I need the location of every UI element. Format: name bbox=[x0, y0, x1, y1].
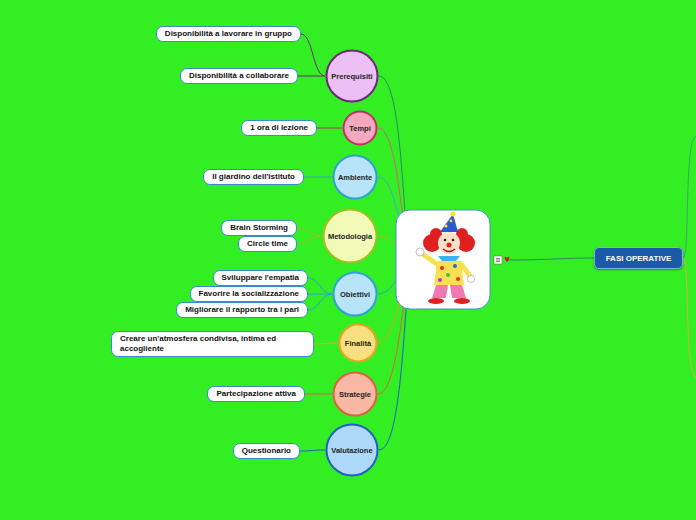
topic-circle: Strategie bbox=[332, 371, 378, 417]
leaf-label: Migliorare il rapporto tra i pari bbox=[185, 305, 299, 315]
branch-connector bbox=[304, 177, 332, 178]
leaf-label: 1 ora di lezione bbox=[250, 123, 308, 133]
topic-circle: Valutazione bbox=[325, 423, 379, 477]
topic-circle: Finalità bbox=[338, 323, 378, 363]
leaf-box: Favorire la socializzazione bbox=[190, 286, 308, 302]
leaf-label: Sviluppare l'empatia bbox=[222, 273, 299, 283]
leaf-label: Favorire la socializzazione bbox=[199, 289, 299, 299]
leaf-label: Brain Storming bbox=[230, 223, 288, 233]
leaf-label: Circle time bbox=[247, 239, 288, 249]
leaf-box: Creare un'atmosfera condivisa, intima ed… bbox=[111, 331, 314, 357]
topic-label: Metodologia bbox=[322, 208, 378, 264]
branch-connector bbox=[297, 236, 322, 244]
topic-label: Finalità bbox=[338, 323, 378, 363]
branch-connector bbox=[308, 294, 332, 310]
leaf-box: Disponibilità a collaborare bbox=[180, 68, 298, 84]
topic-label: Strategie bbox=[332, 371, 378, 417]
main-topic-label: FASI OPERATIVE bbox=[595, 248, 682, 268]
leaf-box: Circle time bbox=[238, 236, 297, 252]
leaf-label: Il giardino dell'istituto bbox=[212, 172, 295, 182]
leaf-box: Sviluppare l'empatia bbox=[213, 270, 308, 286]
leaf-label: Disponibilità a collaborare bbox=[189, 71, 289, 81]
leaf-label: Disponibilità a lavorare in gruppo bbox=[165, 29, 292, 39]
branch-connector bbox=[298, 76, 325, 77]
main-topic-box: FASI OPERATIVE bbox=[594, 247, 683, 269]
branch-connector bbox=[308, 278, 332, 294]
topic-circle: Tempi bbox=[342, 110, 378, 146]
topic-circle: Obiettivi bbox=[332, 271, 378, 317]
branch-connector bbox=[300, 450, 325, 451]
topic-circle: Prerequisiti bbox=[325, 49, 379, 103]
leaf-box: Questionario bbox=[233, 443, 300, 459]
branch-connector bbox=[305, 394, 332, 395]
branch-connector bbox=[314, 343, 338, 344]
leaf-label: Creare un'atmosfera condivisa, intima ed… bbox=[120, 334, 305, 354]
topic-label: Obiettivi bbox=[332, 271, 378, 317]
topic-label: Tempi bbox=[342, 110, 378, 146]
topic-label: Ambiente bbox=[332, 154, 378, 200]
branch-connector bbox=[317, 128, 342, 129]
leaf-box: Migliorare il rapporto tra i pari bbox=[176, 302, 308, 318]
leaf-label: Partecipazione attiva bbox=[216, 389, 296, 399]
leaf-box: Brain Storming bbox=[221, 220, 297, 236]
branch-connector bbox=[301, 34, 325, 76]
topic-circle: Ambiente bbox=[332, 154, 378, 200]
topic-circle: Metodologia bbox=[322, 208, 378, 264]
leaf-box: Partecipazione attiva bbox=[207, 386, 305, 402]
topic-label: Prerequisiti bbox=[325, 49, 379, 103]
leaf-box: 1 ora di lezione bbox=[241, 120, 317, 136]
branch-connector bbox=[297, 228, 322, 236]
topic-label: Valutazione bbox=[325, 423, 379, 477]
leaf-box: Il giardino dell'istituto bbox=[203, 169, 304, 185]
leaf-label: Questionario bbox=[242, 446, 291, 456]
clown-illustration bbox=[416, 212, 475, 305]
leaf-box: Disponibilità a lavorare in gruppo bbox=[156, 26, 301, 42]
